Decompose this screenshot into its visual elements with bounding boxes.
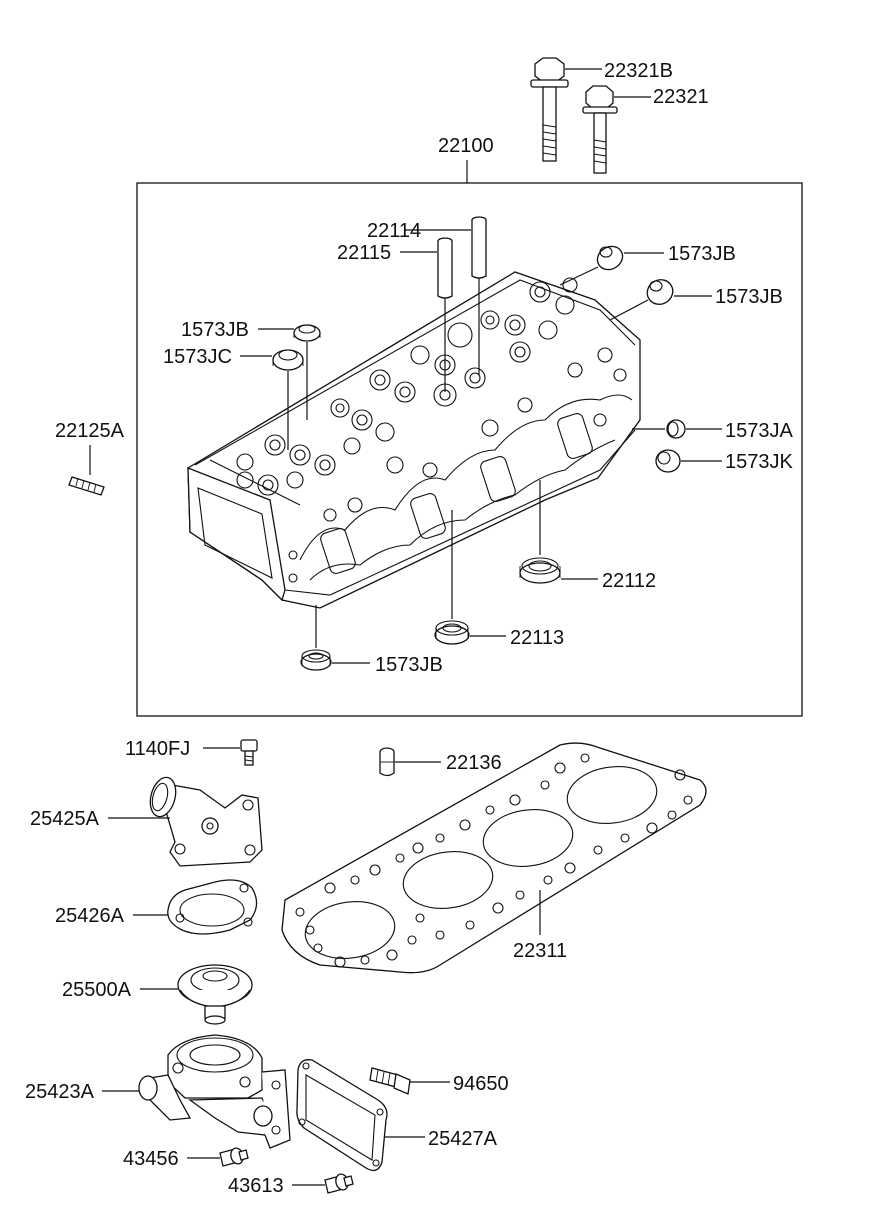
plug-1573JA[interactable] — [666, 419, 686, 439]
dowel-22136[interactable] — [379, 747, 395, 777]
label-22321B: 22321B — [604, 60, 673, 82]
label-25426A: 25426A — [55, 905, 125, 927]
seat-22113[interactable] — [434, 620, 470, 645]
bolt-22321[interactable] — [582, 85, 618, 174]
sensor-94650[interactable] — [369, 1067, 411, 1095]
label-1573JK: 1573JK — [725, 451, 793, 473]
gasket-25426A[interactable] — [167, 879, 258, 935]
cylinder-head-22100[interactable] — [187, 271, 641, 609]
plug-1573JB-a[interactable] — [593, 242, 627, 274]
label-22321: 22321 — [653, 86, 709, 108]
plug-1573JB-c[interactable] — [293, 324, 321, 342]
label-22100: 22100 — [438, 135, 494, 157]
bolt-43613[interactable] — [324, 1173, 354, 1194]
plug-1573JB-b[interactable] — [643, 275, 678, 309]
label-43456: 43456 — [123, 1148, 179, 1170]
label-1573JC: 1573JC — [163, 346, 232, 368]
bolt-43456[interactable] — [219, 1147, 249, 1167]
label-25427A: 25427A — [428, 1128, 498, 1150]
valve-guide-22114[interactable] — [471, 216, 487, 279]
assembly-frame-22100 — [136, 182, 803, 717]
water-outlet-25425A[interactable] — [146, 775, 263, 867]
gasket-25427A[interactable] — [296, 1059, 388, 1172]
label-1573JB-a: 1573JB — [668, 243, 736, 265]
label-94650: 94650 — [453, 1073, 509, 1095]
label-1573JB-d: 1573JB — [375, 654, 443, 676]
label-22113: 22113 — [510, 627, 564, 649]
label-1573JB-b: 1573JB — [715, 286, 783, 308]
bolt-1140FJ[interactable] — [240, 739, 258, 766]
thermostat-housing-25423A[interactable] — [138, 1034, 291, 1149]
label-43613: 43613 — [228, 1175, 284, 1197]
plug-1573JK[interactable] — [655, 449, 681, 473]
label-25423A: 25423A — [25, 1081, 95, 1103]
plug-1573JC[interactable] — [272, 349, 304, 371]
bolt-22321B[interactable] — [530, 57, 569, 162]
label-22112: 22112 — [602, 570, 656, 592]
label-1573JA: 1573JA — [725, 420, 793, 442]
plug-1573JB-d[interactable] — [300, 649, 332, 671]
stud-22125A[interactable] — [68, 476, 105, 496]
label-22311: 22311 — [513, 940, 567, 962]
thermostat-25500A[interactable] — [177, 964, 253, 1025]
label-25425A: 25425A — [30, 808, 100, 830]
label-22114: 22114 — [367, 220, 421, 242]
label-1140FJ: 1140FJ — [125, 738, 190, 760]
label-1573JB-c: 1573JB — [181, 319, 249, 341]
seat-22112[interactable] — [519, 557, 561, 584]
head-gasket-22311[interactable] — [281, 742, 707, 974]
label-22136: 22136 — [446, 752, 502, 774]
label-22115: 22115 — [337, 242, 391, 264]
label-22125A: 22125A — [55, 420, 125, 442]
label-25500A: 25500A — [62, 979, 132, 1001]
valve-guide-22115[interactable] — [437, 237, 453, 299]
